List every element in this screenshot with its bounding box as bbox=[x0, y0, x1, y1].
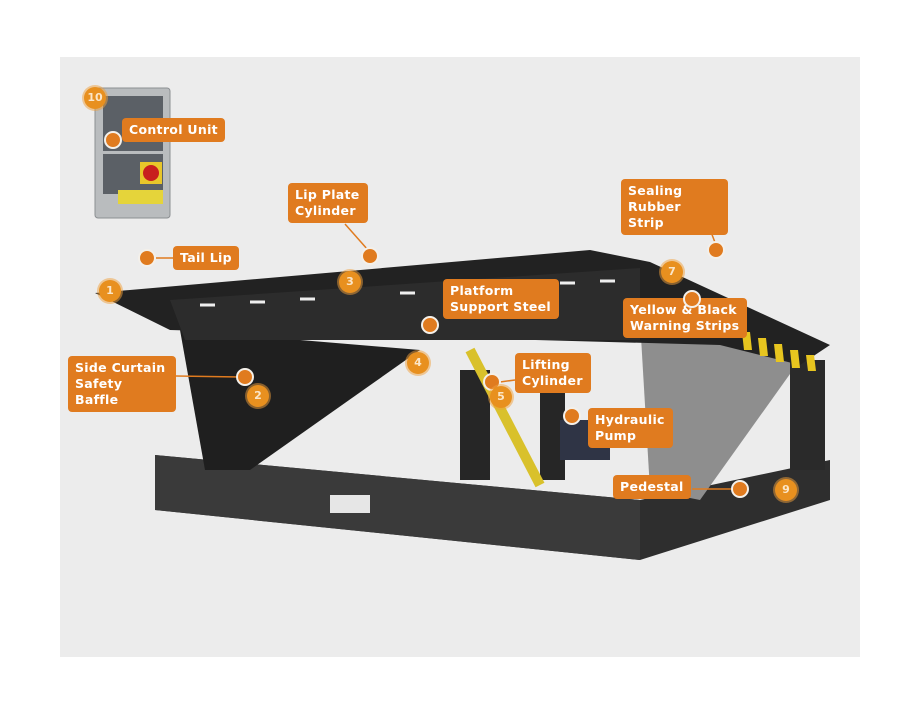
badge-5: 5 bbox=[490, 386, 512, 408]
control-unit-box bbox=[94, 87, 171, 219]
label-tail-lip: Tail Lip bbox=[173, 246, 239, 270]
badge-7: 7 bbox=[661, 261, 683, 283]
label-lip-plate-cylinder: Lip Plate Cylinder bbox=[288, 183, 368, 223]
control-unit-marker[interactable] bbox=[104, 131, 122, 149]
label-hydraulic-pump: Hydraulic Pump bbox=[588, 408, 673, 448]
side-curtain-marker[interactable] bbox=[236, 368, 254, 386]
label-platform-support-steel: Platform Support Steel bbox=[443, 279, 559, 319]
label-sealing-rubber-strip: Sealing Rubber Strip bbox=[621, 179, 728, 235]
badge-1: 1 bbox=[99, 280, 121, 302]
sealing-rubber-strip-marker[interactable] bbox=[707, 241, 725, 259]
hydraulic-pump-marker[interactable] bbox=[563, 407, 581, 425]
badge-3: 3 bbox=[339, 271, 361, 293]
label-lifting-cylinder: Lifting Cylinder bbox=[515, 353, 591, 393]
label-control-unit: Control Unit bbox=[122, 118, 225, 142]
badge-4: 4 bbox=[407, 352, 429, 374]
warning-strips-marker[interactable] bbox=[683, 290, 701, 308]
label-pedestal: Pedestal bbox=[613, 475, 691, 499]
pedestal-marker[interactable] bbox=[731, 480, 749, 498]
badge-9: 9 bbox=[775, 479, 797, 501]
lip-plate-cylinder-marker[interactable] bbox=[361, 247, 379, 265]
label-side-curtain: Side Curtain Safety Baffle bbox=[68, 356, 176, 412]
platform-support-steel-marker[interactable] bbox=[421, 316, 439, 334]
badge-10: 10 bbox=[84, 87, 106, 109]
badge-2: 2 bbox=[247, 385, 269, 407]
tail-lip-marker[interactable] bbox=[138, 249, 156, 267]
